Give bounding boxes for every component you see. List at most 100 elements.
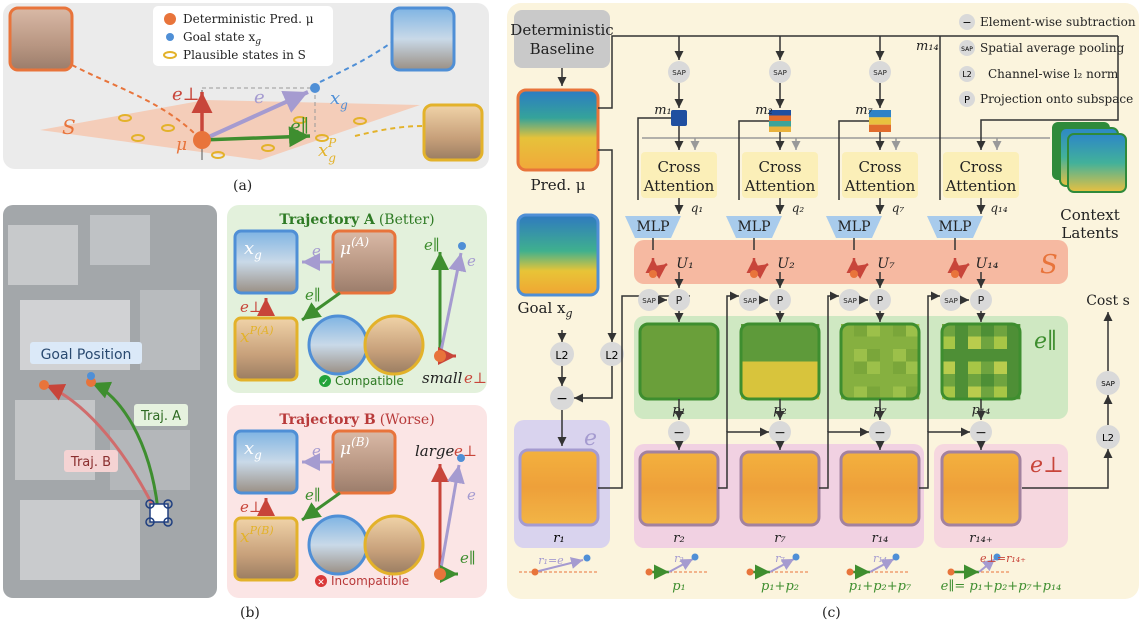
subtract-op	[550, 386, 574, 410]
arrow	[574, 366, 613, 403]
subtract-op	[869, 421, 891, 443]
S-band	[634, 240, 1068, 284]
mask-label: m₇	[855, 103, 873, 118]
heatmap-cell	[994, 336, 1008, 350]
map-building	[110, 430, 190, 490]
mlp-label: MLP	[938, 219, 971, 235]
mini-residual-vector	[769, 558, 795, 573]
legend-l2-sym: L2	[962, 70, 972, 79]
heatmap-cell	[754, 361, 768, 375]
traj-b-xg: xg	[244, 438, 262, 462]
cross-icon	[315, 575, 327, 587]
map-building	[8, 225, 78, 285]
heatmap-cell	[942, 349, 956, 362]
query-label: q₇	[892, 201, 905, 215]
arrow	[919, 427, 970, 489]
sap-op-label: SAP	[944, 297, 958, 305]
residual-heatmap	[739, 450, 821, 527]
heatmap-cell	[754, 386, 768, 400]
traj-b-proj-circle	[363, 514, 425, 576]
pred-mu-label: Pred. μ	[530, 176, 585, 194]
minus-label: −	[673, 425, 685, 441]
heatmap-cell	[780, 336, 794, 350]
arrow	[1022, 449, 1113, 489]
goal-heatmap	[516, 213, 600, 297]
heatmap-cell	[793, 374, 807, 387]
subtract-op	[769, 421, 791, 443]
goal-position-tag	[30, 342, 142, 364]
sap-op	[638, 289, 660, 311]
minus-label: −	[874, 425, 886, 441]
residual-label: r₁₄	[872, 531, 889, 546]
caption-c: (c)	[822, 605, 841, 621]
sap-op	[839, 289, 861, 311]
cross-attention-box	[842, 152, 918, 198]
query-label: q₁₄	[990, 201, 1007, 215]
compatible-label: Compatible	[335, 374, 404, 388]
heatmap-cell	[893, 386, 907, 400]
heatmap-cell	[767, 386, 781, 400]
label-e-perp: e⊥	[172, 84, 200, 105]
heatmap-cell	[741, 336, 755, 350]
heatmap-cell	[854, 336, 868, 350]
mask-token-cell	[869, 117, 891, 125]
heatmap-cell	[854, 349, 868, 362]
heatmap-cell	[754, 324, 768, 337]
sap-op	[739, 289, 761, 311]
arrow	[598, 149, 617, 342]
heatmap-cell	[893, 349, 907, 362]
sap-op-label: SAP	[672, 69, 686, 77]
traj-a-mu-dot	[434, 350, 446, 362]
plausible-state	[293, 116, 307, 124]
sap-op	[869, 61, 891, 83]
plausible-state	[211, 151, 225, 159]
traj-a-end	[86, 377, 96, 387]
heatmap-cell	[780, 349, 794, 362]
basis-label: U₇	[877, 256, 895, 272]
mini-residual-label: r₂	[674, 552, 684, 565]
label-e: e	[254, 87, 265, 108]
heatmap-cell	[942, 374, 956, 387]
heatmap-cell	[994, 349, 1008, 362]
panel-a-legend	[153, 6, 333, 66]
mask-token-cell	[769, 110, 791, 116]
query-label: q₁	[691, 201, 704, 215]
heatmap-cell	[906, 361, 920, 375]
projection-op-label: P	[877, 294, 884, 307]
legend-plausible-text: Plausible states in S	[183, 48, 306, 62]
mini-residual-vector	[534, 557, 584, 573]
context-line1: Context	[1060, 206, 1120, 224]
sap-op	[940, 289, 962, 311]
heatmap-cell	[754, 349, 768, 362]
goal-xg-label: Goal xg	[517, 299, 572, 320]
legend-pred-icon	[164, 13, 176, 25]
mini-sum-label: p₁	[672, 579, 686, 594]
sap-op-label: SAP	[843, 297, 857, 305]
label-S: S	[62, 115, 76, 139]
legend-sap-icon	[959, 40, 975, 56]
heatmap-cell	[968, 361, 982, 375]
mlp-label: MLP	[837, 219, 870, 235]
basis-origin	[951, 270, 959, 278]
query-label: q₂	[792, 201, 805, 215]
caption-a: (a)	[233, 178, 252, 194]
legend-p-icon	[959, 91, 975, 107]
traj-a-e-diagram-label: e	[467, 252, 476, 270]
heatmap-cell	[880, 374, 894, 387]
label-xg: xg	[330, 88, 348, 112]
panel-c-legend: − Element-wise subtraction SAP Spatial a…	[959, 14, 1136, 107]
traj-b-goal-circle	[307, 514, 369, 576]
cross-attention-line2: Attention	[643, 177, 715, 195]
caption-b: (b)	[240, 605, 260, 621]
residual-label: r₇	[774, 531, 786, 546]
r1-label: r₁	[553, 531, 564, 546]
sap-op	[769, 61, 791, 83]
traj-b-goal-thumb	[233, 429, 299, 495]
heatmap-cell	[880, 324, 894, 337]
mlp-box	[826, 216, 882, 238]
heatmap-cell	[867, 386, 881, 400]
traj-a-xgP: xP(A)	[240, 324, 274, 347]
heatmap-cell	[854, 324, 868, 337]
projection-heatmap	[638, 322, 720, 401]
legend-plausible-icon	[163, 51, 177, 59]
